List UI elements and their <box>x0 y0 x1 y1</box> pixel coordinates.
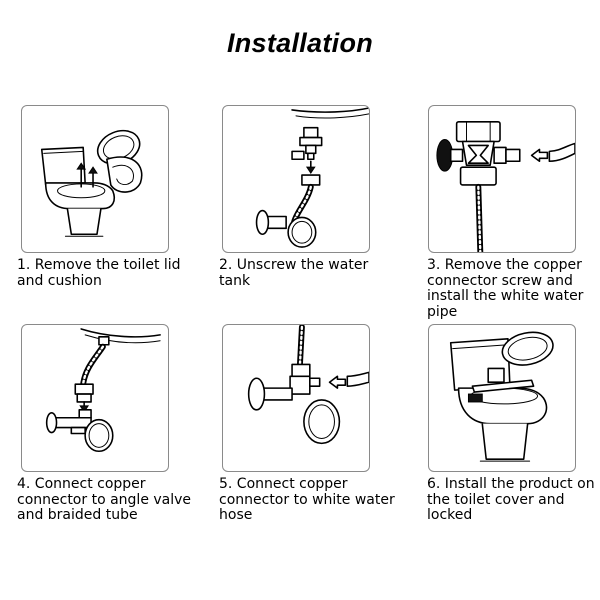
step-2-caption: 2. Unscrew the water tank <box>219 257 369 289</box>
step-2-image <box>222 105 370 253</box>
unscrew-water-tank-illustration <box>255 107 369 248</box>
step-3-caption: 3. Remove the copper connector screw and… <box>427 257 584 320</box>
angle-valve-braided-tube-illustration <box>45 328 161 453</box>
step-1-caption: 1. Remove the toilet lid and cushion <box>17 257 181 289</box>
step-4-image <box>21 324 169 472</box>
white-water-hose-connection-illustration <box>247 325 369 445</box>
step-3-image <box>428 105 576 253</box>
install-white-water-pipe-illustration <box>436 120 575 252</box>
toilet-lid-removal-illustration <box>40 129 143 237</box>
page-title: Installation <box>226 28 374 58</box>
step-5-image <box>222 324 370 472</box>
step-5-caption: 5. Connect copper connector to white wat… <box>219 476 395 523</box>
step-4-caption: 4. Connect copper connector to angle val… <box>17 476 192 523</box>
step-6-image <box>428 324 576 472</box>
step-6-caption: 6. Install the product on the toilet cov… <box>427 476 595 523</box>
install-product-illustration <box>449 331 554 462</box>
step-1-image <box>21 105 169 253</box>
